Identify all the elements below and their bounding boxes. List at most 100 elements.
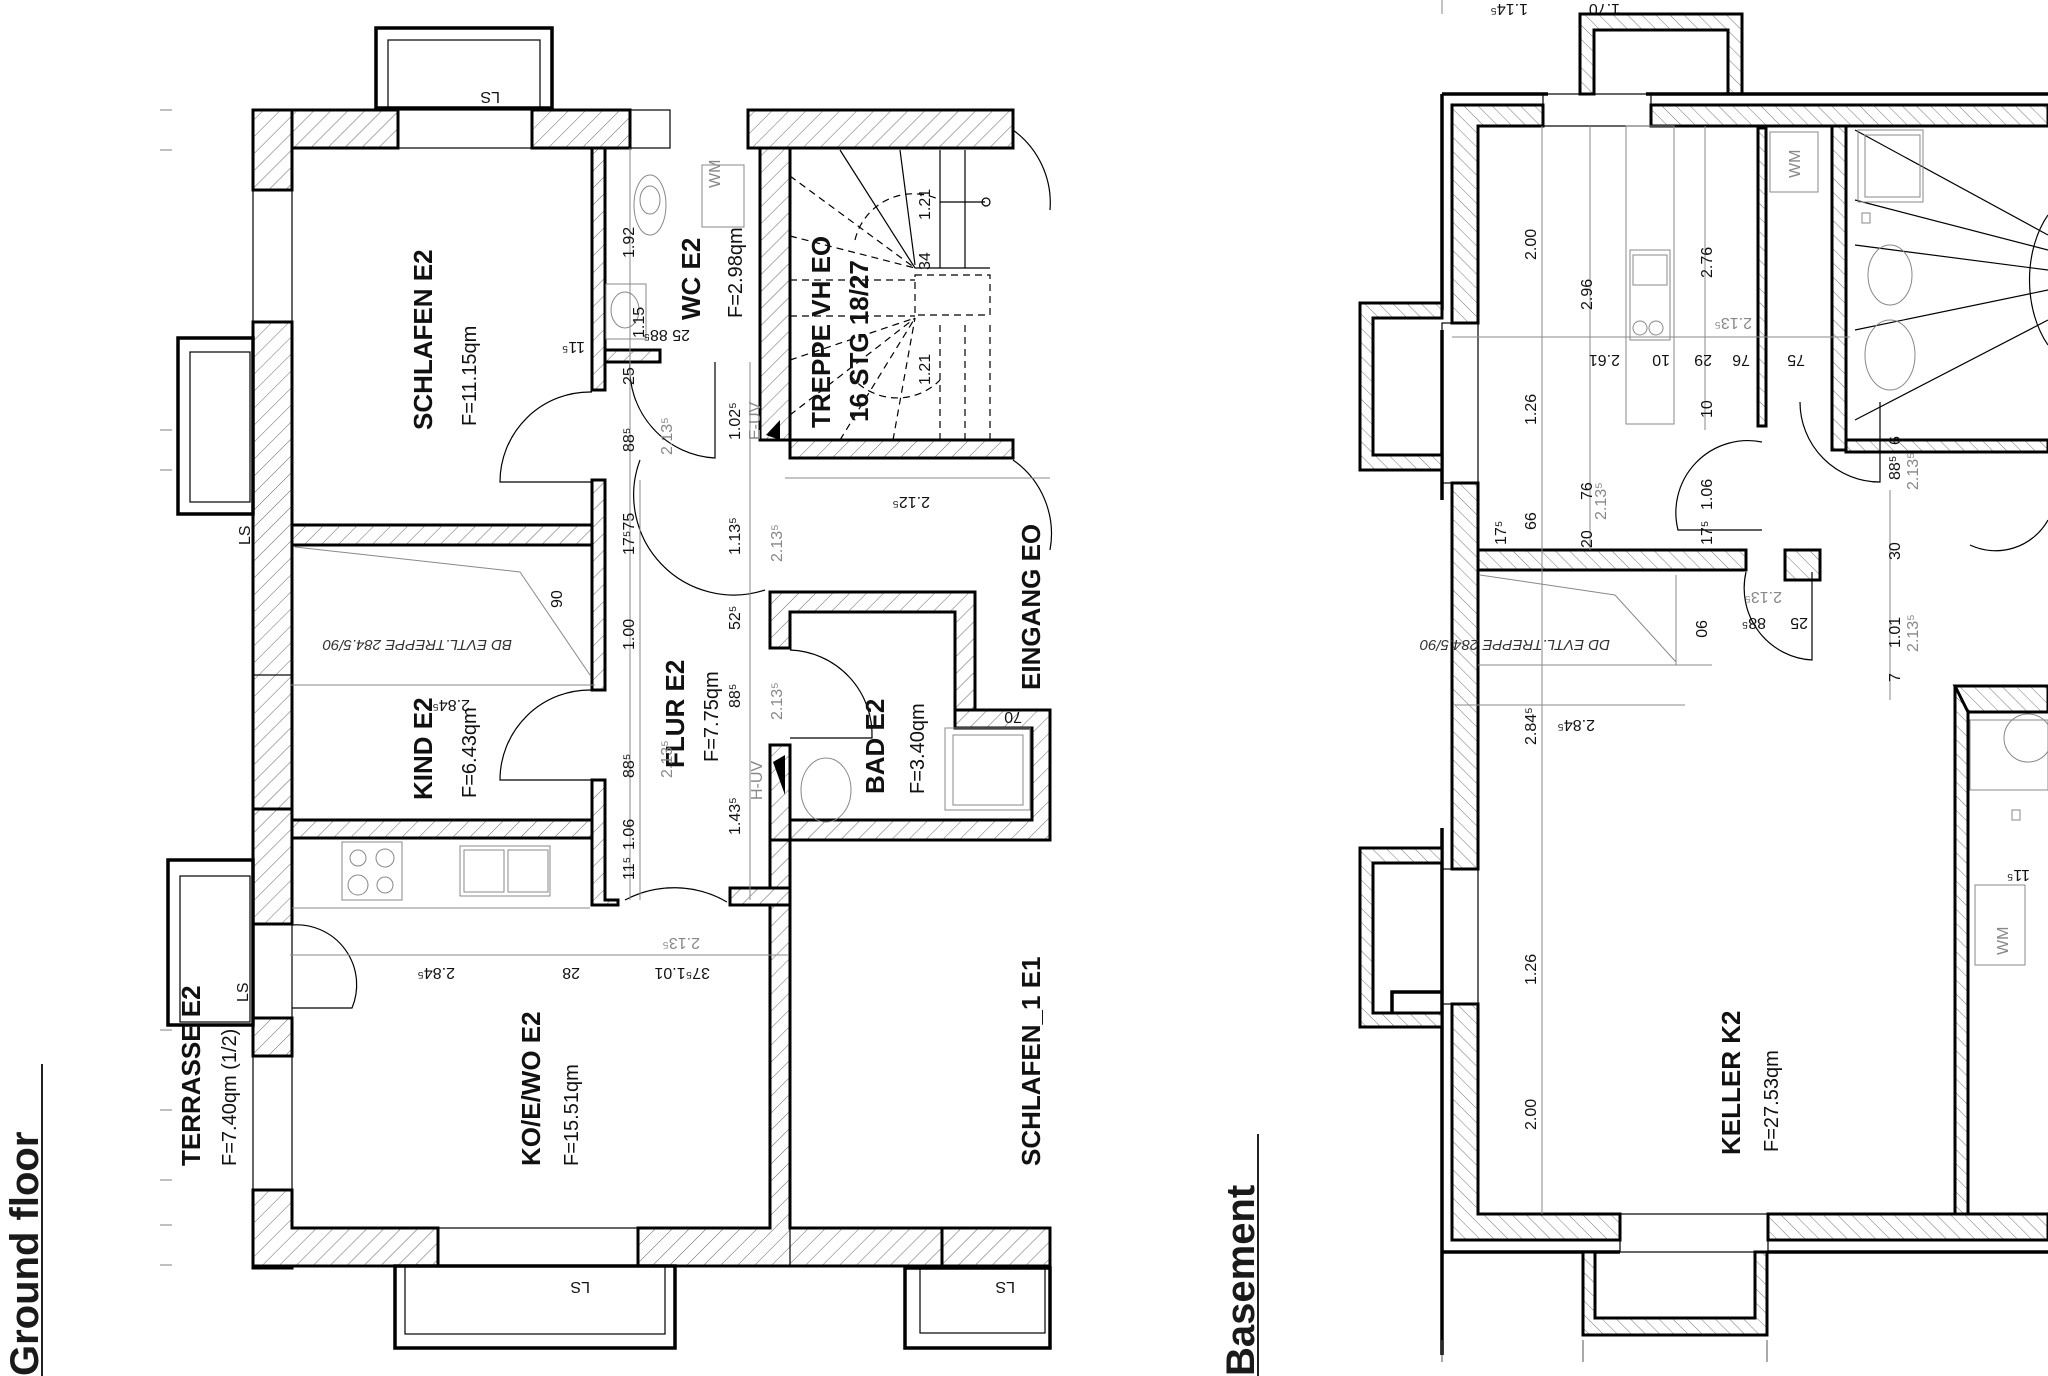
svg-text:90: 90	[549, 590, 566, 608]
door-bad[interactable]	[789, 649, 873, 739]
room-treppe[interactable]: TREPPE VH EO 16 STG 18/27	[806, 236, 874, 428]
lightwell-top	[1578, 12, 1744, 96]
svg-text:88⁵: 88⁵	[1887, 456, 1904, 480]
window-basement-top	[1542, 93, 1652, 127]
window-top-wc	[629, 109, 671, 149]
label-ls-terrace: LS	[235, 982, 252, 1002]
door-schlafen[interactable]	[499, 391, 593, 483]
room-flur[interactable]: FLUR E2 F=7.75qm	[660, 660, 723, 768]
room-schlafen1[interactable]: SCHLAFEN_1 E1	[1016, 957, 1046, 1167]
door-kind[interactable]	[499, 689, 593, 781]
svg-text:1.13⁵: 1.13⁵	[727, 517, 744, 555]
washing-machine-label-basement: WM	[1787, 150, 1804, 178]
title-ground-floor: Ground floor	[3, 1132, 47, 1376]
terrace-outline	[166, 858, 255, 1027]
wall-stair-bottom	[788, 438, 1015, 460]
staircase-basement	[1854, 129, 2048, 421]
wall-basement-top-left	[1450, 103, 1545, 325]
door-basement-kitchen[interactable]	[1675, 440, 1763, 531]
wall-wc-stair	[758, 146, 792, 442]
door-basement-keller[interactable]	[1743, 571, 1813, 661]
door-basement-wc[interactable]	[1799, 401, 1881, 483]
wall-hall-west-mid	[590, 478, 607, 692]
svg-text:2.13⁵: 2.13⁵	[662, 934, 700, 951]
svg-text:2.12⁵: 2.12⁵	[892, 493, 930, 510]
room-schlafen[interactable]: SCHLAFEN E2 F=11.15qm	[408, 249, 481, 430]
lightwell-bottom	[1581, 1250, 1769, 1337]
svg-text:2.84⁵: 2.84⁵	[432, 696, 470, 713]
wall-basement-right-room	[1953, 684, 1970, 1216]
svg-text:88⁵: 88⁵	[621, 428, 638, 452]
fixtures-ground: WM E-UV H-UV	[292, 160, 1031, 909]
door-entrance-top[interactable]	[1012, 129, 1051, 211]
svg-text:1.21: 1.21	[917, 189, 934, 220]
svg-text:2.84⁵: 2.84⁵	[1523, 707, 1540, 745]
svg-text:88⁵: 88⁵	[621, 754, 638, 778]
wall-schlafen-kind	[290, 523, 607, 547]
svg-text:90: 90	[1692, 620, 1709, 638]
svg-text:70: 70	[1004, 708, 1022, 725]
svg-text:10: 10	[1699, 400, 1716, 418]
room-terrasse[interactable]: TERRASSE E2 F=7.40qm (1/2)	[176, 985, 241, 1166]
room-name: FLUR E2	[660, 660, 690, 768]
room-area: F=6.43qm	[459, 707, 481, 798]
svg-text:6: 6	[1887, 436, 1904, 445]
svg-text:1.15: 1.15	[631, 307, 648, 338]
wall-basement-right-room-top	[1952, 684, 2048, 714]
room-bad[interactable]: BAD E2 F=3.40qm	[860, 699, 929, 794]
door-kitchen[interactable]	[624, 887, 728, 903]
dimension-labels-basement: 2.00 1.26 17⁵ 66 2.84⁵ 1.26 2.00 2.96 76…	[1493, 229, 2030, 1130]
wall-basement-mid-horizontal	[1476, 548, 1748, 572]
svg-text:20: 20	[1579, 530, 1596, 548]
svg-text:2.96: 2.96	[1579, 279, 1596, 310]
svg-text:2.13⁵: 2.13⁵	[1714, 314, 1752, 331]
wall-basement-stair-bottom	[1844, 438, 2048, 454]
door-flur[interactable]	[633, 459, 766, 596]
fixtures-basement: WM WM	[1625, 125, 2048, 966]
room-keller[interactable]: KELLER K2 F=27.53qm	[1716, 1011, 1783, 1155]
wall-bottom-mid	[636, 808, 944, 1268]
svg-text:2.13⁵: 2.13⁵	[769, 682, 786, 720]
wall-left-upper	[251, 108, 294, 192]
room-name: EINGANG EO	[1016, 524, 1046, 690]
door-entrance[interactable]	[1012, 459, 1053, 551]
svg-text:2.13⁵: 2.13⁵	[1905, 452, 1922, 490]
wall-basement-top-right	[1649, 103, 2048, 128]
room-wc[interactable]: WC E2 F=2.98qm	[676, 227, 747, 320]
room-kind[interactable]: KIND E2 F=6.43qm	[408, 697, 481, 800]
terrace-inner	[179, 875, 251, 1023]
room-area: F=11.15qm	[459, 326, 481, 426]
wall-bottom-left	[251, 1188, 440, 1268]
window-left-schlafen	[252, 189, 293, 323]
door-terrace[interactable]	[291, 924, 358, 1009]
label-ls-left: LS	[237, 525, 254, 545]
door-basement-right[interactable]	[1969, 519, 2048, 552]
wall-left-pillar	[251, 1016, 294, 1058]
door-wc[interactable]	[629, 361, 716, 459]
balcony-top-inner	[387, 39, 541, 109]
staircase-ground	[789, 149, 991, 441]
window-basement-left-1	[1441, 322, 1479, 484]
room-kueche-essen-wohnen[interactable]: KO/E/WO E2 F=15.51qm	[516, 1011, 583, 1166]
wall-kitchen-east	[728, 886, 792, 907]
room-area: F=27.53qm	[1761, 1050, 1783, 1152]
basement-outer-line	[1390, 92, 2048, 1355]
svg-text:1.26: 1.26	[1523, 954, 1540, 985]
balcony-left	[176, 336, 255, 516]
balcony-left-inner	[189, 351, 251, 503]
room-name: WC E2	[676, 238, 706, 320]
ground-floor-plan: LS LS LS LS LS	[160, 26, 1053, 1350]
svg-text:2.13⁵: 2.13⁵	[1593, 482, 1610, 520]
svg-text:1.02⁵: 1.02⁵	[727, 402, 744, 440]
dimension-lines-basement	[1452, 126, 1891, 1214]
svg-text:88⁵: 88⁵	[1742, 614, 1766, 631]
svg-text:1.06: 1.06	[621, 819, 638, 850]
window-bottom-kitchen	[437, 1227, 639, 1267]
svg-text:2.13⁵: 2.13⁵	[1744, 588, 1782, 605]
svg-text:1.26: 1.26	[1523, 394, 1540, 425]
room-area: F=7.40qm (1/2)	[219, 1029, 241, 1166]
svg-text:1.21: 1.21	[917, 354, 934, 385]
room-eingang[interactable]: EINGANG EO	[1016, 524, 1046, 690]
svg-text:25: 25	[621, 367, 638, 385]
